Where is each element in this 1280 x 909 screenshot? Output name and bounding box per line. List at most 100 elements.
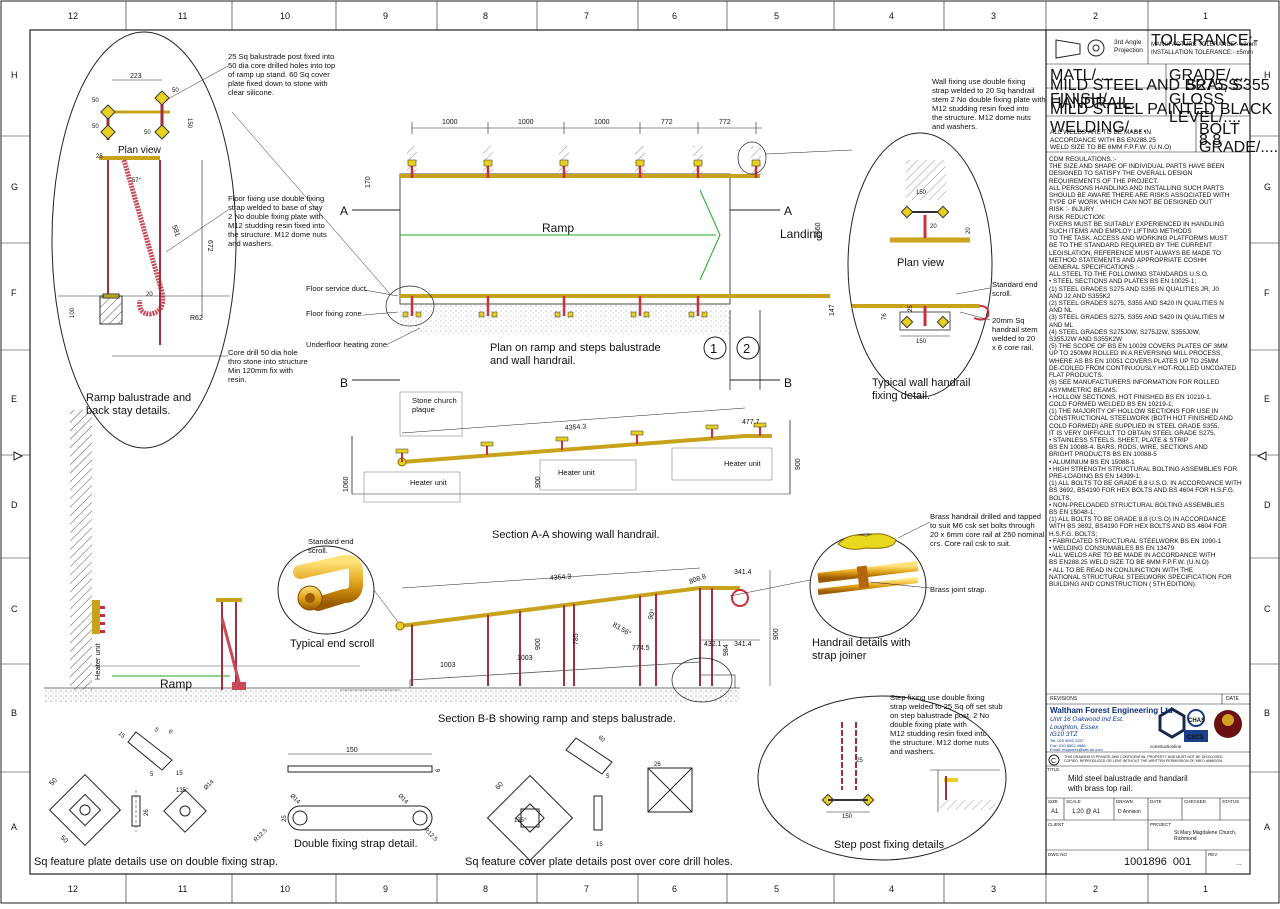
feature-plate-details: 50 50 26 5 135° Ø14 15 5 6 15	[48, 727, 216, 847]
dim-14: Ø14	[397, 793, 410, 806]
dim-5: 5	[153, 727, 160, 734]
dim-1660: 1660	[815, 222, 822, 238]
size-label: SIZE	[1048, 799, 1059, 804]
ramp-direction-arrow	[699, 189, 721, 281]
grid-column-label: 10	[280, 11, 290, 21]
grid-row-label: C	[11, 604, 18, 614]
dim-1060: 1060	[343, 476, 350, 492]
dwg-no-label: DWG NO	[1048, 852, 1067, 857]
dim-900: 900	[795, 458, 802, 470]
heater-3-label: Heater unit	[724, 459, 762, 468]
projection-symbol-icon	[1055, 39, 1105, 59]
dim-150: 150	[346, 747, 358, 754]
grid-column-label: 8	[483, 11, 488, 21]
step-marker-1	[703, 336, 727, 360]
dim-432: 432.1	[704, 641, 722, 648]
plate-outline	[48, 773, 122, 847]
company-contact: Tel: 020 8502 2327 Fax: 020 8502 4986 Em…	[1050, 738, 1103, 752]
dim-6: 6	[436, 768, 442, 772]
stone-plaque	[399, 391, 463, 437]
ramp-label: Ramp	[542, 221, 574, 235]
heater-label: Heater unit	[93, 642, 102, 680]
heater-2-label: Heater unit	[558, 468, 596, 477]
dim-76: 76	[882, 313, 888, 320]
detail-callout-circle	[757, 695, 1007, 861]
balustrade-rail-section	[399, 586, 701, 628]
dim-477: 477.7	[742, 419, 760, 426]
caption-plan-ramp: Plan on ramp and steps balustrade and wa…	[490, 342, 661, 367]
heater-unit	[539, 459, 637, 491]
cover-plate-plan	[486, 774, 574, 862]
dim-150: 150	[186, 118, 192, 129]
dim-r62: R62	[190, 315, 203, 322]
end-scroll	[973, 305, 990, 321]
note-brass-handrail: Brass handrail drilled and tapped to sui…	[930, 512, 1045, 548]
client-label: CLIENT	[1048, 822, 1065, 827]
dwg-no-value: 1001896 001	[1124, 856, 1192, 868]
accreditation-logos: CHAS CSCS constructionline	[1150, 707, 1242, 749]
grid-column-label: 10	[280, 884, 290, 894]
angle-83: 83.56°	[611, 621, 633, 638]
dim-r12: R12.5	[423, 827, 439, 843]
ramp-label: Ramp	[160, 677, 192, 691]
plan-view-label: Plan view	[897, 257, 944, 269]
section-a-right: A	[784, 204, 792, 218]
grid-column-label: 4	[889, 884, 894, 894]
dim-20: 20	[966, 227, 972, 234]
tolerance-value: MANUFACTURE TOLERANCE:- ±3mm INSTALLATIO…	[1151, 42, 1257, 56]
section-bb-view: 4354.3 808.8 341.4 341.4 432.1 774.5 100…	[44, 567, 780, 703]
dim-5: 5	[606, 774, 610, 780]
section-aa-view: 4354.3 477.7 Heater unit Heater unit Hea…	[343, 391, 802, 503]
feature-plate	[936, 205, 950, 219]
dim-4354: 4354.3	[550, 574, 572, 582]
step-post-fixing-detail: 25 150	[757, 695, 1007, 861]
dim-25: 25	[282, 815, 288, 822]
project-label: PROJECT	[1150, 822, 1172, 827]
dim-774: 774.5	[632, 645, 650, 652]
bolt-grade-value: 8.8	[1199, 132, 1222, 149]
brass-handrail-render	[817, 561, 919, 583]
grid-column-label: 8	[483, 884, 488, 894]
date-label: DATE	[1226, 696, 1239, 702]
angle-135: 135°	[176, 788, 189, 794]
grid-column-label: 12	[68, 11, 78, 21]
status-label: STATUS	[1222, 799, 1240, 804]
section-b-right: B	[784, 376, 792, 390]
angle-90: 90°	[646, 608, 657, 621]
revisions-label: REVISIONS	[1050, 696, 1078, 702]
grid-column-label: 1	[1203, 884, 1208, 894]
grid-row-label: E	[11, 394, 17, 404]
grid-row-label: B	[11, 708, 17, 718]
grid-row-label: C	[1264, 604, 1271, 614]
welding-value: ALL WELDS ARE TO BE MADE IN ACCORDANCE W…	[1050, 129, 1172, 151]
feature-plate	[154, 124, 170, 140]
dim-top: 1000	[594, 119, 610, 126]
ramp-profile	[409, 661, 736, 688]
gloss-label: GLOSS LEVEL/....	[1169, 91, 1242, 126]
date2-label: DATE	[1150, 799, 1162, 804]
scale-label: SCALE	[1066, 799, 1081, 804]
dim-900: 900	[535, 638, 542, 650]
constructionline-text: constructionline	[1150, 744, 1182, 749]
grid-row-label: F	[11, 288, 17, 298]
wall-rail-end	[92, 600, 100, 634]
angle-135: 135°	[514, 818, 527, 824]
size-value: A1	[1051, 809, 1059, 815]
grid-column-label: 9	[383, 11, 388, 21]
detail-callout-circle	[51, 31, 237, 449]
rev-value: ...	[1236, 860, 1242, 867]
grid-column-label: 2	[1093, 11, 1098, 21]
dim-25: 25	[856, 758, 863, 764]
angle-57: 57°	[132, 178, 142, 184]
company-address: Unit 16 Oakwood Ind Est. Loughton, Essex…	[1050, 716, 1124, 738]
double-fixing-strap-detail: 150 6 25 Ø14 Ø14 R12.5 R12.5	[253, 747, 442, 843]
project-value: St Mary Magdalene Church, Richmond	[1174, 830, 1237, 842]
handrail-strap-detail	[809, 533, 927, 639]
grade-value: S275, S355	[1186, 77, 1270, 94]
note-floor-fixing: Floor fixing use double fixing strap wel…	[228, 194, 327, 248]
grid-column-label: 11	[178, 884, 187, 894]
section-a-left: A	[340, 204, 348, 218]
detail-callout	[671, 657, 733, 703]
